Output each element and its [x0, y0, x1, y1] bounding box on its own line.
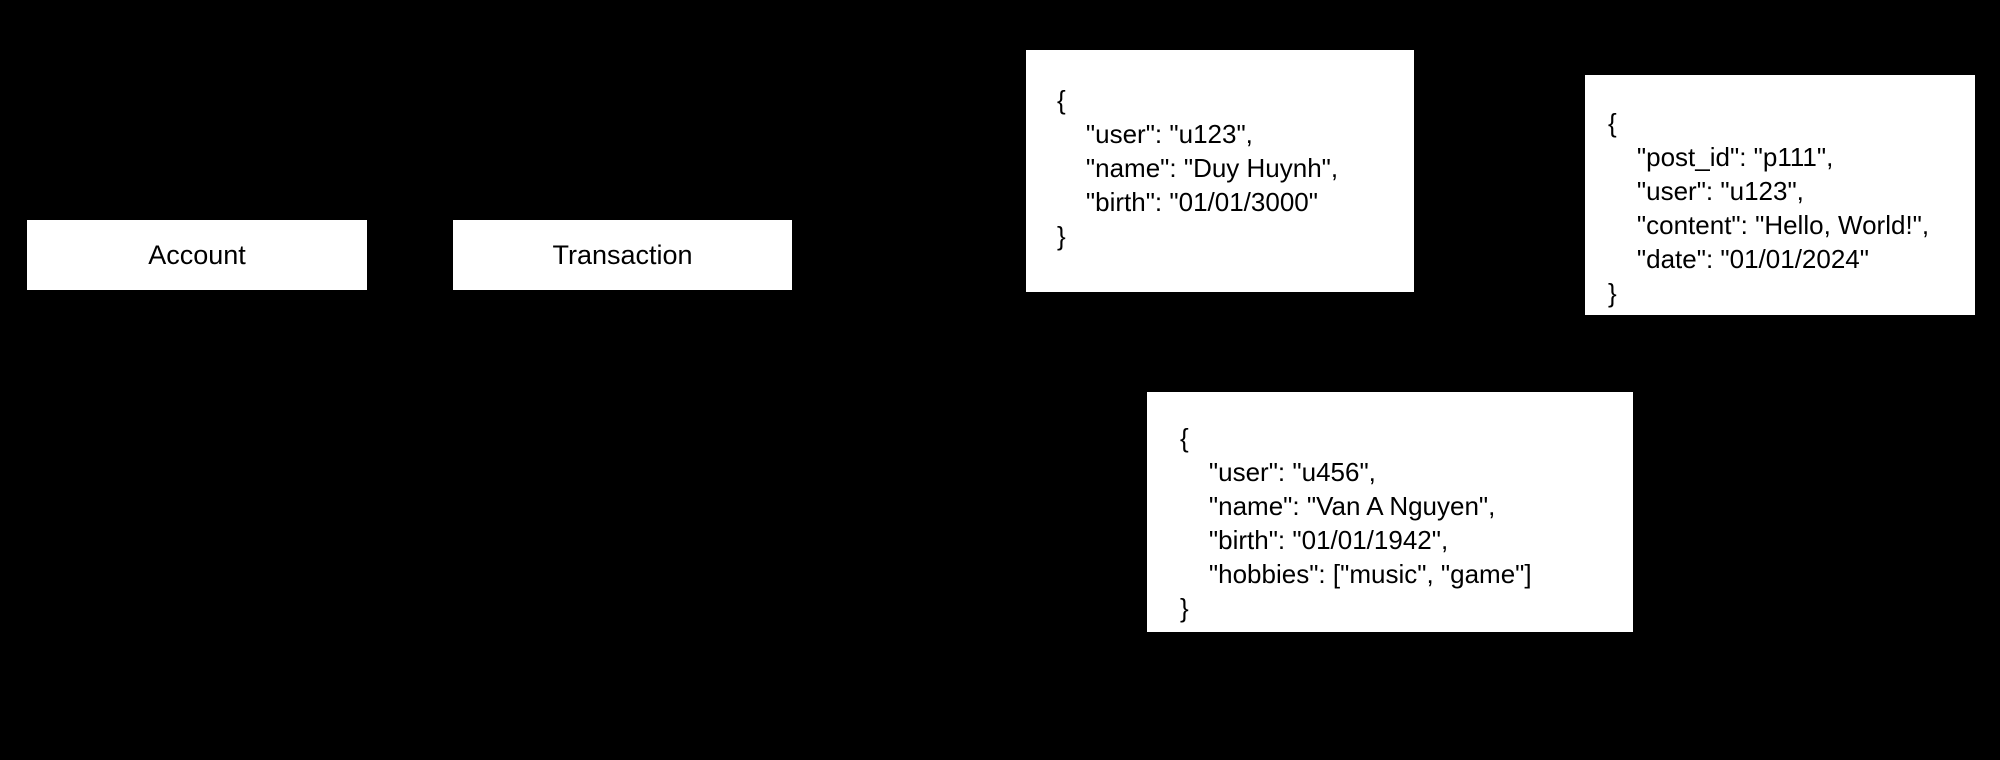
user-u456-document-text: { "user": "u456", "name": "Van A Nguyen"…	[1180, 423, 1532, 623]
post-p111-document-card[interactable]: { "post_id": "p111", "user": "u123", "co…	[1585, 75, 1975, 315]
account-entity-label: Account	[148, 239, 246, 270]
account-entity-box[interactable]: Account	[27, 220, 367, 290]
transaction-entity-box[interactable]: Transaction	[453, 220, 792, 290]
post-p111-document-text: { "post_id": "p111", "user": "u123", "co…	[1608, 108, 1930, 308]
transaction-entity-label: Transaction	[552, 239, 693, 270]
user-u456-document-card[interactable]: { "user": "u456", "name": "Van A Nguyen"…	[1147, 392, 1633, 632]
user-u123-document-card[interactable]: { "user": "u123", "name": "Duy Huynh", "…	[1026, 50, 1414, 292]
user-u123-document-text: { "user": "u123", "name": "Duy Huynh", "…	[1057, 85, 1339, 251]
